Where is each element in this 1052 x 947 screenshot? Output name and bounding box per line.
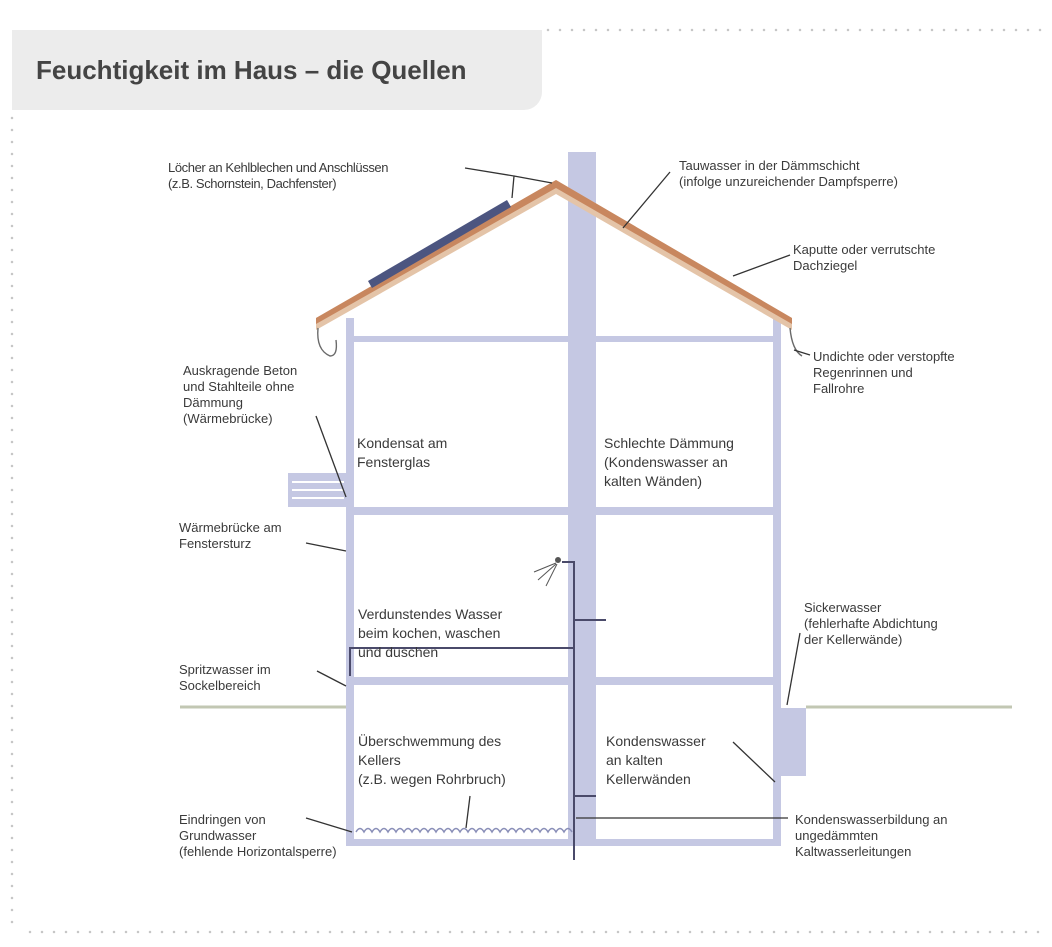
shower-head-icon (533, 557, 561, 587)
label-kaputte: Kaputte oder verrutschte Dachziegel (793, 242, 936, 273)
label-kondensat: Kondensat am Fensterglas (357, 435, 448, 470)
flood-water-icon (355, 827, 573, 834)
label-verdunstendes: Verdunstendes Wasser beim kochen, wasche… (358, 606, 503, 660)
label-loecher: Löcher an Kehlblechen und Anschlüssen (z… (168, 160, 389, 191)
title-box (12, 30, 542, 110)
plumbing (349, 561, 606, 860)
gutters (317, 327, 803, 357)
label-ueberschwemmung: Überschwemmung des Kellers (z.B. wegen R… (358, 733, 506, 787)
label-kaltwasser: Kondenswasserbildung an ungedämmten Kalt… (795, 812, 948, 859)
label-schlechte: Schlechte Dämmung (Kondenswasser an kalt… (604, 435, 734, 489)
label-sickerwasser: Sickerwasser (fehlerhafte Abdichtung der… (804, 600, 938, 647)
label-waermebruecke-sturz: Wärmebrücke am Fenstersturz (179, 520, 282, 551)
solar-panel (368, 200, 511, 288)
roof (316, 180, 792, 330)
dotted-border (10, 28, 1048, 934)
balcony-slats (292, 481, 344, 499)
label-kondenswasser-keller: Kondenswasser an kalten Kellerwänden (606, 733, 706, 787)
label-tauwasser: Tauwasser in der Dämmschicht (infolge un… (679, 158, 898, 189)
label-spritzwasser: Spritzwasser im Sockelbereich (179, 662, 271, 693)
chimney (568, 152, 596, 846)
diagram-title: Feuchtigkeit im Haus – die Quellen (36, 55, 467, 85)
leader-lines (305, 167, 811, 833)
label-undichte: Undichte oder verstopfte Regenrinnen und… (813, 349, 955, 396)
label-auskragende: Auskragende Beton und Stahlteile ohne Dä… (183, 363, 298, 426)
label-grundwasser: Eindringen von Grundwasser (fehlende Hor… (179, 812, 337, 859)
